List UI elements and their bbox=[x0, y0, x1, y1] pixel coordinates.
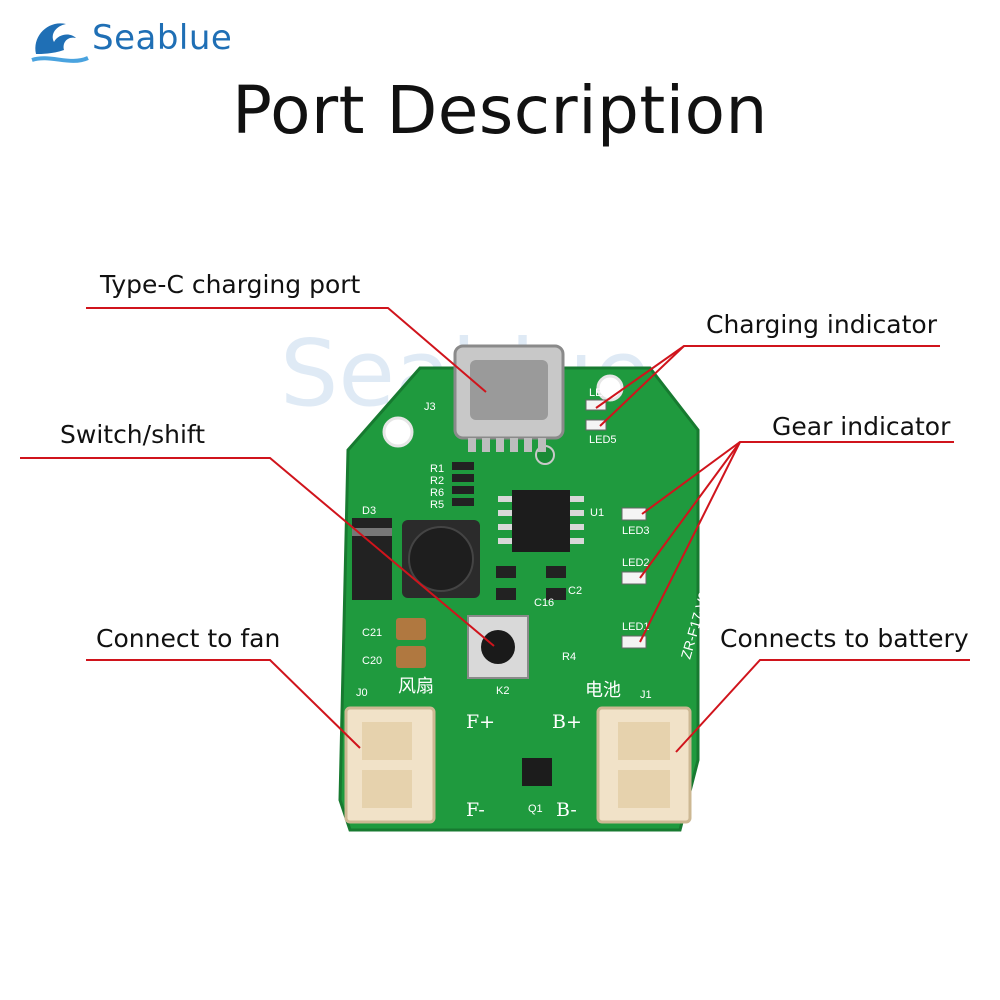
led5 bbox=[585, 419, 607, 431]
silk-j1: J1 bbox=[640, 689, 652, 701]
leader-lines bbox=[20, 307, 970, 753]
label-typec-port: Type-C charging port bbox=[100, 270, 361, 299]
label-connect-fan: Connect to fan bbox=[96, 624, 281, 653]
silk-led2: LED2 bbox=[622, 557, 650, 569]
silk-led1: LED1 bbox=[622, 621, 650, 633]
silk-b-plus: B+ bbox=[552, 711, 582, 733]
silk-r1: R1 bbox=[430, 463, 444, 475]
label-gear-indicator: Gear indicator bbox=[772, 412, 951, 441]
silk-j3: J3 bbox=[424, 401, 436, 413]
silk-c21: C21 bbox=[362, 627, 382, 639]
silk-battery-cn: 电池 bbox=[585, 680, 621, 701]
silk-led4: LED4 bbox=[589, 387, 617, 399]
silk-u1: U1 bbox=[590, 507, 604, 519]
silk-r5: R5 bbox=[430, 499, 444, 511]
leader-switch bbox=[20, 457, 495, 647]
silk-b-minus: B- bbox=[556, 799, 577, 821]
led3 bbox=[621, 507, 647, 521]
led4 bbox=[585, 399, 607, 411]
led2 bbox=[621, 571, 647, 585]
label-switch-shift: Switch/shift bbox=[60, 420, 206, 449]
label-connect-battery: Connects to battery bbox=[720, 624, 969, 653]
silk-fan-cn: 风扇 bbox=[398, 676, 434, 697]
resistor-array bbox=[452, 462, 474, 506]
mounting-hole bbox=[382, 416, 414, 448]
leader-battery bbox=[675, 659, 970, 753]
silk-r2: R2 bbox=[430, 475, 444, 487]
silk-k2: K2 bbox=[496, 685, 509, 697]
brand-logo: Seablue bbox=[30, 14, 260, 74]
silk-f-minus: F- bbox=[466, 799, 485, 821]
silk-r4: R4 bbox=[562, 651, 576, 663]
brand-name: Seablue bbox=[92, 18, 233, 58]
wave-logo-icon bbox=[31, 23, 89, 63]
led1 bbox=[621, 635, 647, 649]
silk-d3: D3 bbox=[362, 505, 376, 517]
label-charging-indicator: Charging indicator bbox=[706, 310, 937, 339]
leader-fan bbox=[86, 659, 361, 749]
silk-led3: LED3 bbox=[622, 525, 650, 537]
silk-led5: LED5 bbox=[589, 434, 617, 446]
silk-c16: C16 bbox=[534, 597, 554, 609]
silk-c2: C2 bbox=[568, 585, 582, 597]
silk-c20: C20 bbox=[362, 655, 382, 667]
silk-j0: J0 bbox=[356, 687, 368, 699]
silk-f-plus: F+ bbox=[466, 711, 495, 733]
transistor-q1 bbox=[522, 758, 552, 786]
leader-typec bbox=[86, 307, 487, 393]
silk-r6: R6 bbox=[430, 487, 444, 499]
ic-u1 bbox=[512, 490, 570, 552]
silk-q1: Q1 bbox=[528, 803, 543, 815]
page-title: Port Description bbox=[232, 72, 768, 149]
